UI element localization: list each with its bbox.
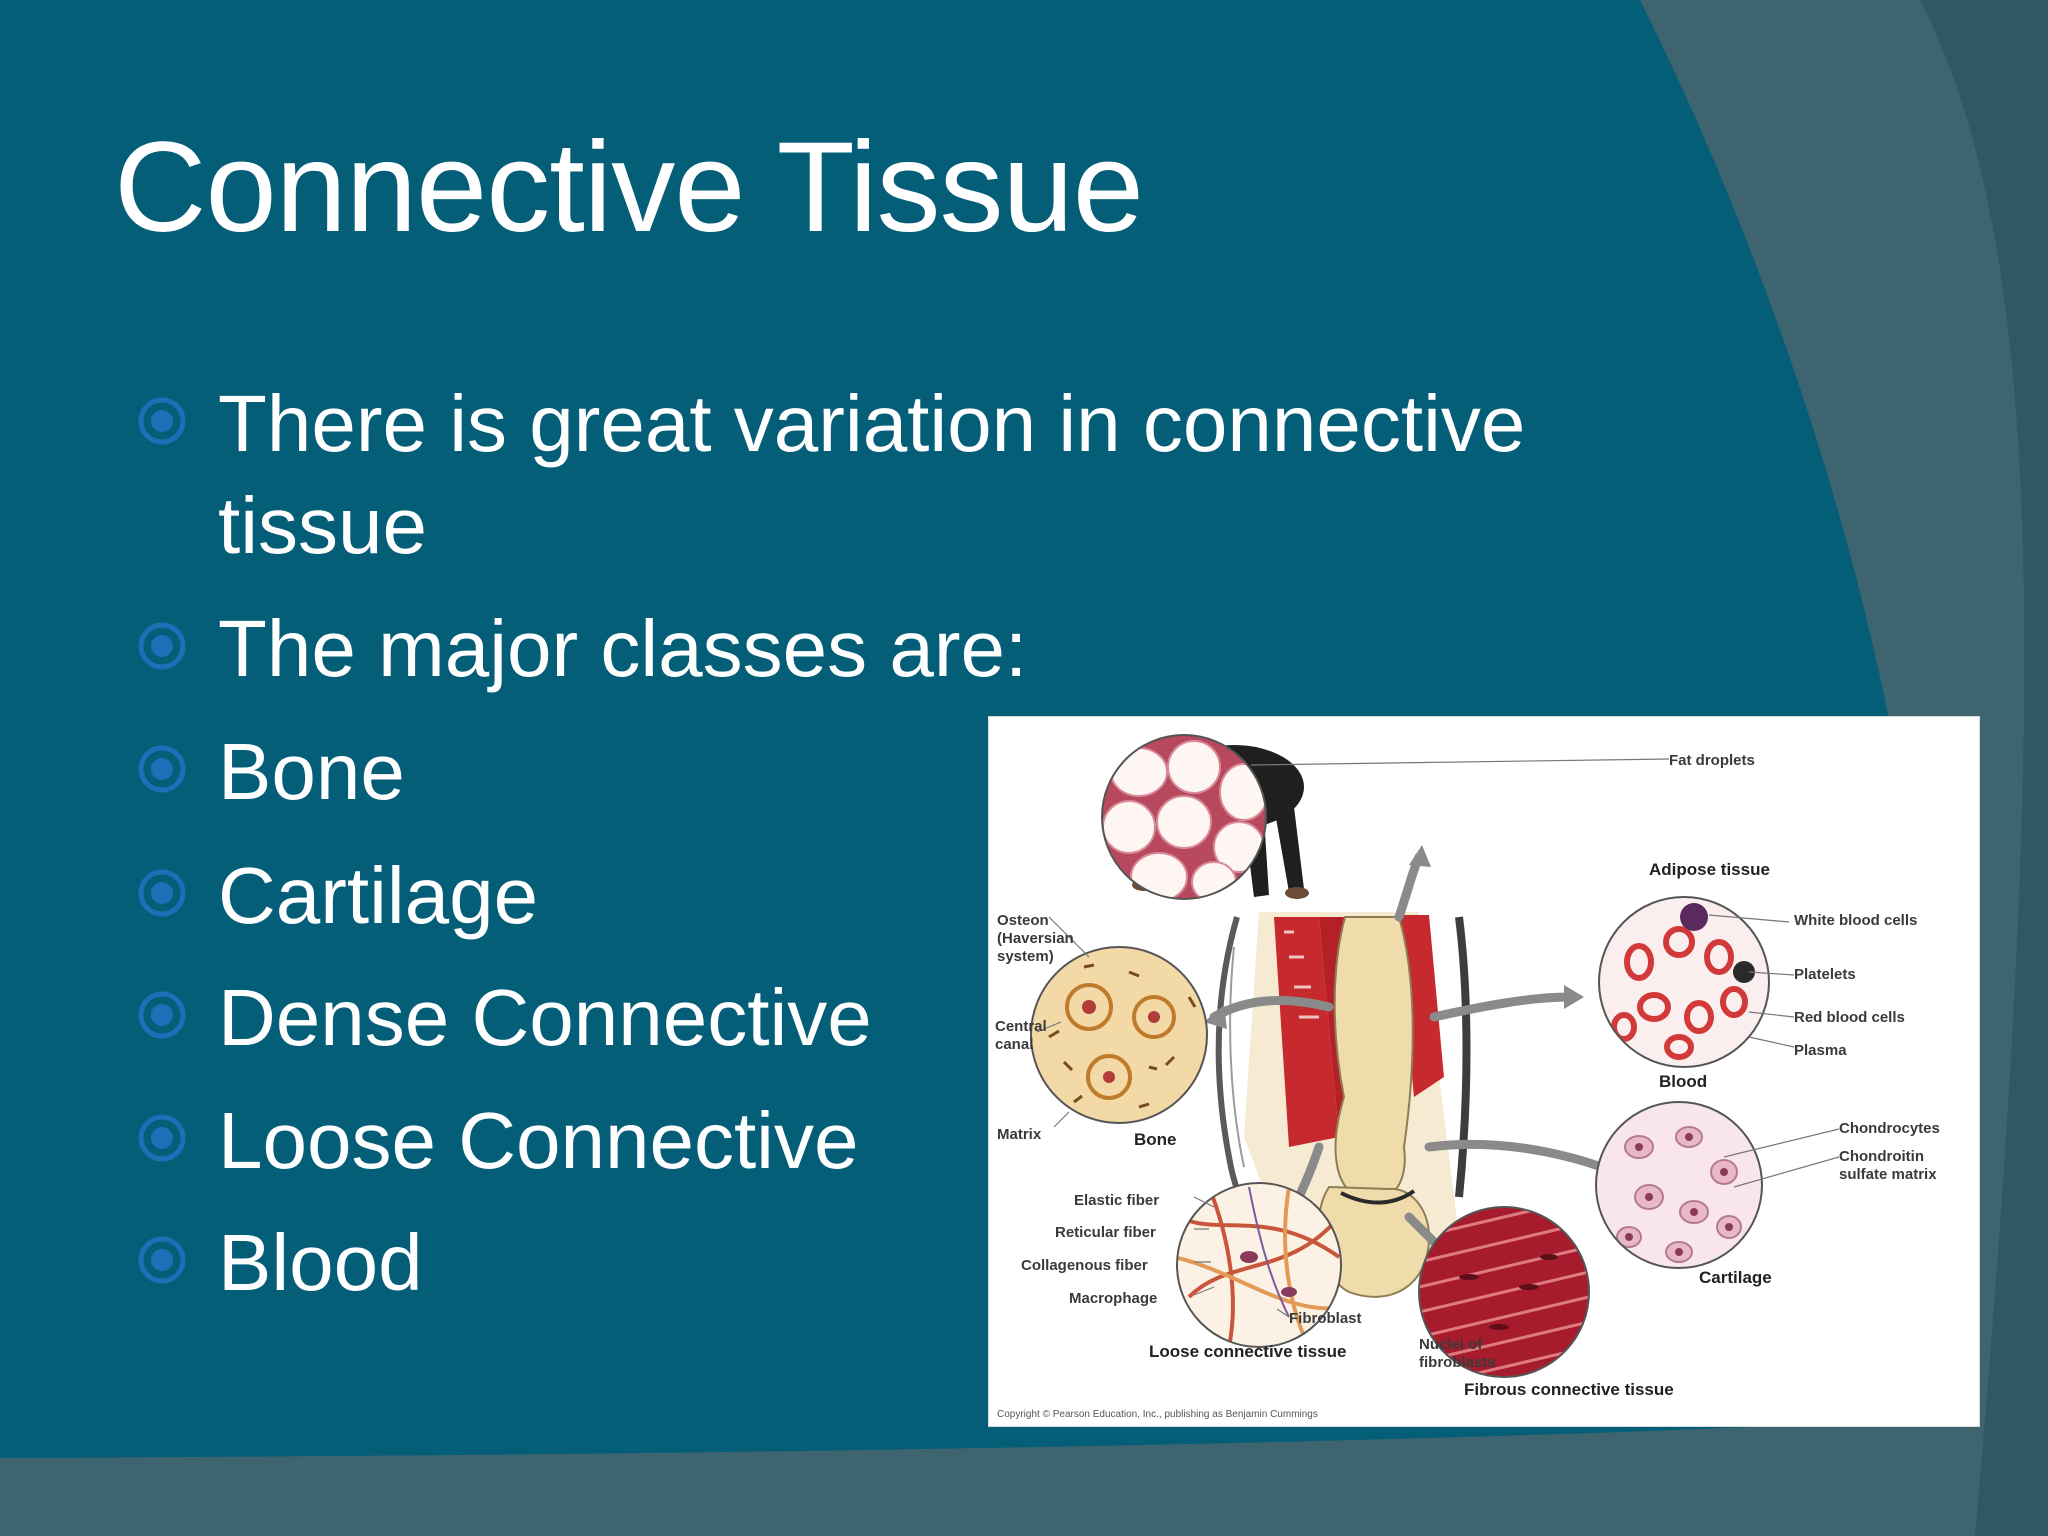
label-osteon-1: Osteon: [997, 912, 1049, 929]
label-fibrous-connective-tissue: Fibrous connective tissue: [1464, 1380, 1674, 1399]
circled-dot-icon: [138, 622, 186, 670]
label-elastic-fiber: Elastic fiber: [1074, 1192, 1159, 1209]
label-chondrocytes: Chondrocytes: [1839, 1120, 1940, 1137]
label-adipose-tissue: Adipose tissue: [1649, 860, 1770, 879]
circled-dot-icon: [138, 991, 186, 1039]
bullet-text: Bone: [218, 727, 405, 816]
label-blood: Blood: [1659, 1072, 1707, 1091]
label-leader-lines: [1036, 758, 1840, 1318]
label-central-1: Central: [995, 1018, 1047, 1035]
copyright-text: Copyright © Pearson Education, Inc., pub…: [997, 1409, 1318, 1420]
fibrous-connective-circle: [1418, 1206, 1590, 1378]
bullet-text: The major classes are:: [218, 604, 1028, 693]
label-platelets: Platelets: [1794, 966, 1856, 983]
label-fat-droplets: Fat droplets: [1669, 752, 1755, 769]
label-central-2: canal: [995, 1036, 1033, 1053]
label-nuclei-1: Nuclei of: [1419, 1336, 1483, 1353]
label-fibroblast: Fibroblast: [1289, 1310, 1362, 1327]
bullet-text: There is great variation in connective t…: [218, 379, 1526, 570]
circled-dot-icon: [138, 1236, 186, 1284]
label-collagenous-fiber: Collagenous fiber: [1021, 1257, 1148, 1274]
circled-dot-icon: [138, 397, 186, 445]
label-macrophage: Macrophage: [1069, 1290, 1157, 1307]
circled-dot-icon: [138, 745, 186, 793]
circled-dot-icon: [138, 869, 186, 917]
label-bone: Bone: [1134, 1130, 1177, 1149]
slide-title: Connective Tissue: [114, 116, 1144, 259]
bullet-text: Cartilage: [218, 851, 539, 940]
label-matrix: Matrix: [997, 1126, 1042, 1143]
label-chondroitin-1: Chondroitin: [1839, 1148, 1924, 1165]
loose-connective-circle: [1176, 1182, 1342, 1348]
label-white-blood-cells: White blood cells: [1794, 912, 1917, 929]
bullet-text: Loose Connective: [218, 1096, 859, 1185]
label-reticular-fiber: Reticular fiber: [1055, 1224, 1156, 1241]
blood-circle: [1598, 896, 1770, 1068]
label-red-blood-cells: Red blood cells: [1794, 1009, 1905, 1026]
label-osteon-3: system): [997, 948, 1054, 965]
bullet-text: Blood: [218, 1218, 423, 1307]
circled-dot-icon: [138, 1114, 186, 1162]
label-cartilage: Cartilage: [1699, 1268, 1772, 1287]
adipose-tissue-circle: [1101, 734, 1267, 900]
bullet-text: Dense Connective: [218, 973, 872, 1062]
connective-tissue-illustration: Fat droplets Adipose tissue Osteon (Have…: [988, 716, 1980, 1427]
label-plasma: Plasma: [1794, 1042, 1847, 1059]
label-loose-connective-tissue: Loose connective tissue: [1149, 1342, 1346, 1361]
label-osteon-2: (Haversian: [997, 930, 1074, 947]
label-chondroitin-2: sulfate matrix: [1839, 1166, 1937, 1183]
bone-circle: [1030, 946, 1208, 1124]
label-nuclei-2: fibroblasts: [1419, 1354, 1496, 1371]
cartilage-circle: [1595, 1101, 1763, 1269]
illustration-drawing: Fat droplets Adipose tissue Osteon (Have…: [995, 734, 1940, 1420]
